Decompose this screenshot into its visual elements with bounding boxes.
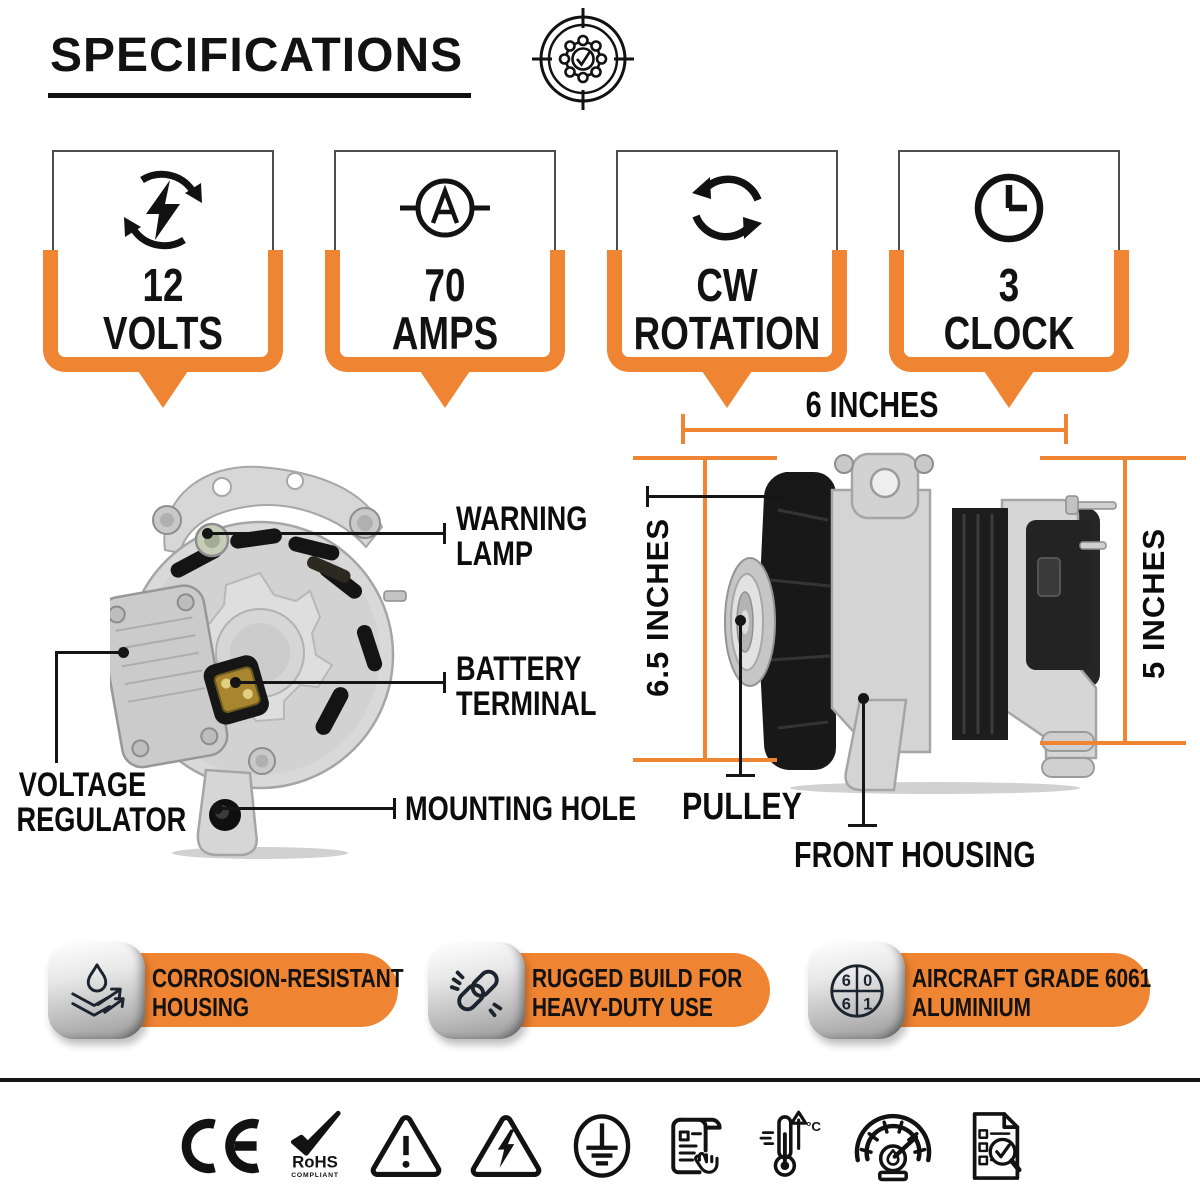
card-pointer <box>136 368 190 408</box>
feature-rugged-build: RUGGED BUILD FOR HEAVY-DUTY USE <box>478 953 770 1027</box>
high-voltage-triangle-icon <box>469 1113 543 1179</box>
card-pointer <box>418 368 472 408</box>
read-manual-icon <box>661 1111 731 1181</box>
svg-text:RoHS: RoHS <box>292 1153 338 1172</box>
warning-lamp-tick <box>443 523 446 544</box>
voltage-regulator-line-h <box>57 651 123 654</box>
front-housing-line <box>862 698 865 824</box>
alternator-side-view-image <box>720 450 1120 795</box>
ampere-meter-icon <box>397 162 493 258</box>
battery-terminal-label: BATTERY TERMINAL <box>456 650 597 724</box>
alloy-6061-icon: 6 0 6 1 <box>808 942 905 1039</box>
dimension-height-left-label: 6.5 INCHES <box>640 518 675 697</box>
voltage-regulator-line-v <box>55 651 58 763</box>
mounting-hole-label: MOUNTING HOLE <box>405 790 637 828</box>
spec-unit: AMPS <box>391 307 499 359</box>
spec-card-clock: 3 CLOCK <box>889 150 1129 408</box>
pulley-tick <box>726 774 755 777</box>
spec-value: 3 <box>998 259 1020 311</box>
dimension-width-tick-left <box>681 414 685 444</box>
voltage-regulator-dot <box>118 647 129 658</box>
dimension-height-right-line <box>1123 458 1127 745</box>
warning-triangle-icon <box>369 1113 443 1179</box>
pulley-label: PULLEY <box>682 786 802 828</box>
spec-card-rotation: CW ROTATION <box>607 150 847 408</box>
mounting-hole-line <box>217 807 395 810</box>
fan-reference-line <box>648 495 788 498</box>
spec-value: 70 <box>424 259 466 311</box>
card-bracket <box>43 250 283 372</box>
feature-corrosion-resistant: CORROSION-RESISTANT HOUSING <box>98 953 404 1027</box>
svg-text:6: 6 <box>841 972 850 990</box>
water-repellent-icon <box>48 942 145 1039</box>
alternator-rear-view-image <box>97 445 410 860</box>
dimension-height-left-tick-bottom <box>633 758 777 762</box>
fan-reference-tick <box>646 486 649 507</box>
voltage-regulator-label: VOLTAGE REGULATOR <box>16 766 187 840</box>
dimension-height-right-label: 5 INCHES <box>1136 528 1171 679</box>
rohs-compliant-icon: RoHS COMPLIANT <box>287 1110 343 1182</box>
quality-gear-icon <box>530 6 636 112</box>
page-title: SPECIFICATIONS <box>48 28 472 98</box>
dimension-height-right-tick-top <box>1040 456 1186 460</box>
front-housing-label: FRONT HOUSING <box>794 834 1036 875</box>
dimension-height-left-line <box>703 458 707 762</box>
voltage-cycle-icon <box>115 162 211 258</box>
spec-unit: ROTATION <box>633 307 821 359</box>
spec-card-amperage: 70 AMPS <box>325 150 565 408</box>
svg-text:°C: °C <box>806 1119 821 1134</box>
svg-text:1: 1 <box>863 995 872 1013</box>
chain-link-icon <box>428 942 525 1039</box>
spec-unit: CLOCK <box>943 307 1075 359</box>
dimension-height-left-tick-top <box>633 456 777 460</box>
section-divider <box>0 1078 1200 1082</box>
svg-text:6: 6 <box>841 995 850 1013</box>
warning-lamp-line <box>207 532 445 535</box>
ce-mark-icon <box>171 1117 261 1175</box>
clock-icon <box>961 162 1057 258</box>
spec-card-voltage: 12 VOLTS <box>43 150 283 408</box>
dimension-height-right-tick-bottom <box>1040 741 1186 745</box>
dimension-width-tick-right <box>1064 414 1068 444</box>
svg-text:0: 0 <box>863 972 872 990</box>
battery-terminal-line <box>235 681 445 684</box>
card-pointer <box>982 368 1036 408</box>
temperature-range-icon: °C <box>757 1110 823 1182</box>
warning-lamp-label: WARNING LAMP <box>456 500 588 574</box>
battery-terminal-tick <box>443 672 446 693</box>
quality-inspection-icon <box>963 1109 1029 1183</box>
dimension-width-line <box>683 428 1066 432</box>
spec-unit: VOLTS <box>103 307 223 359</box>
front-housing-tick <box>848 824 877 827</box>
spec-value: 12 <box>142 259 184 311</box>
certification-row: RoHS COMPLIANT <box>0 1096 1200 1196</box>
pulley-line <box>739 620 742 774</box>
spec-value: CW <box>696 259 758 311</box>
heat-resistance-gauge-icon <box>849 1109 937 1183</box>
card-pointer <box>700 368 754 408</box>
svg-text:COMPLIANT: COMPLIANT <box>291 1172 339 1179</box>
feature-aircraft-grade: AIRCRAFT GRADE 6061 ALUMINIUM <box>858 953 1151 1027</box>
protective-earth-icon <box>569 1111 635 1181</box>
cw-rotation-icon <box>679 162 775 258</box>
mounting-hole-tick <box>393 798 396 819</box>
card-bracket <box>325 250 565 372</box>
dimension-width-label: 6 INCHES <box>805 384 939 425</box>
card-bracket <box>889 250 1129 372</box>
card-bracket <box>607 250 847 372</box>
